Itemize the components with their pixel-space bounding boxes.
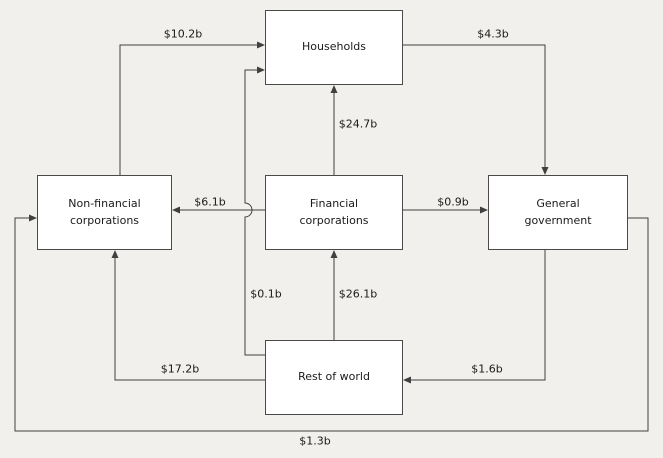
arrowhead-icon: [330, 250, 338, 258]
node-general-government: General government: [488, 175, 628, 250]
node-general-government-label: General government: [524, 197, 592, 227]
flow-amount-restofworld-to-nfc: $17.2b: [160, 362, 200, 376]
arrowhead-icon: [541, 167, 549, 175]
arrowhead-icon: [111, 250, 119, 258]
arrow-government-to-restofworld: [403, 250, 546, 384]
flow-amount-financial-to-government: $0.9b: [437, 195, 469, 209]
arrow-households-to-government: [403, 44, 549, 175]
arrow-financial-to-nfc: [172, 206, 265, 214]
arrow-restofworld-to-households: [244, 66, 265, 356]
arrow-nfc-to-households: [119, 41, 265, 175]
node-non-financial-corporations: Non-financial corporations: [37, 175, 172, 250]
flow-amount-financial-to-nfc: $6.1b: [194, 195, 226, 209]
node-rest-of-world-label: Rest of world: [298, 370, 370, 384]
arrowhead-icon: [29, 214, 37, 222]
arrowhead-icon: [403, 376, 411, 384]
node-households-label: Households: [302, 40, 366, 54]
node-financial-corporations-label: Financial corporations: [299, 197, 369, 227]
arrow-restofworld-to-nfc: [111, 250, 265, 381]
arrow-line: [403, 44, 546, 167]
arrowhead-icon: [257, 41, 265, 49]
arrowhead-icon: [257, 66, 265, 74]
arrowhead-icon: [480, 206, 488, 214]
flow-amount-households-to-government: $4.3b: [477, 27, 509, 41]
node-rest-of-world: Rest of world: [265, 340, 403, 415]
arrow-line: [411, 250, 546, 381]
arrowhead-icon: [172, 206, 180, 214]
node-non-financial-corporations-label: Non-financial corporations: [68, 197, 141, 227]
arrow-government-to-nfc-outer-loop: [14, 214, 649, 432]
node-households: Households: [265, 10, 403, 85]
arrow-line: [114, 258, 265, 381]
arrow-line: [119, 44, 257, 175]
arrow-financial-to-households: [330, 85, 338, 175]
arrow-restofworld-to-financial: [330, 250, 338, 340]
arrow-line-with-hop: [244, 69, 265, 356]
arrowhead-icon: [330, 85, 338, 93]
node-financial-corporations: Financial corporations: [265, 175, 403, 250]
flow-amount-nfc-to-households: $10.2b: [163, 27, 203, 41]
flow-amount-restofworld-to-households: $0.1b: [250, 287, 282, 301]
arrow-financial-to-government: [403, 206, 488, 214]
flow-amount-financial-to-households: $24.7b: [338, 117, 378, 131]
flow-amount-restofworld-to-financial: $26.1b: [338, 287, 378, 301]
flow-amount-government-to-nfc: $1.3b: [299, 434, 331, 448]
arrow-line: [14, 217, 649, 432]
flow-amount-government-to-restofworld: $1.6b: [471, 362, 503, 376]
